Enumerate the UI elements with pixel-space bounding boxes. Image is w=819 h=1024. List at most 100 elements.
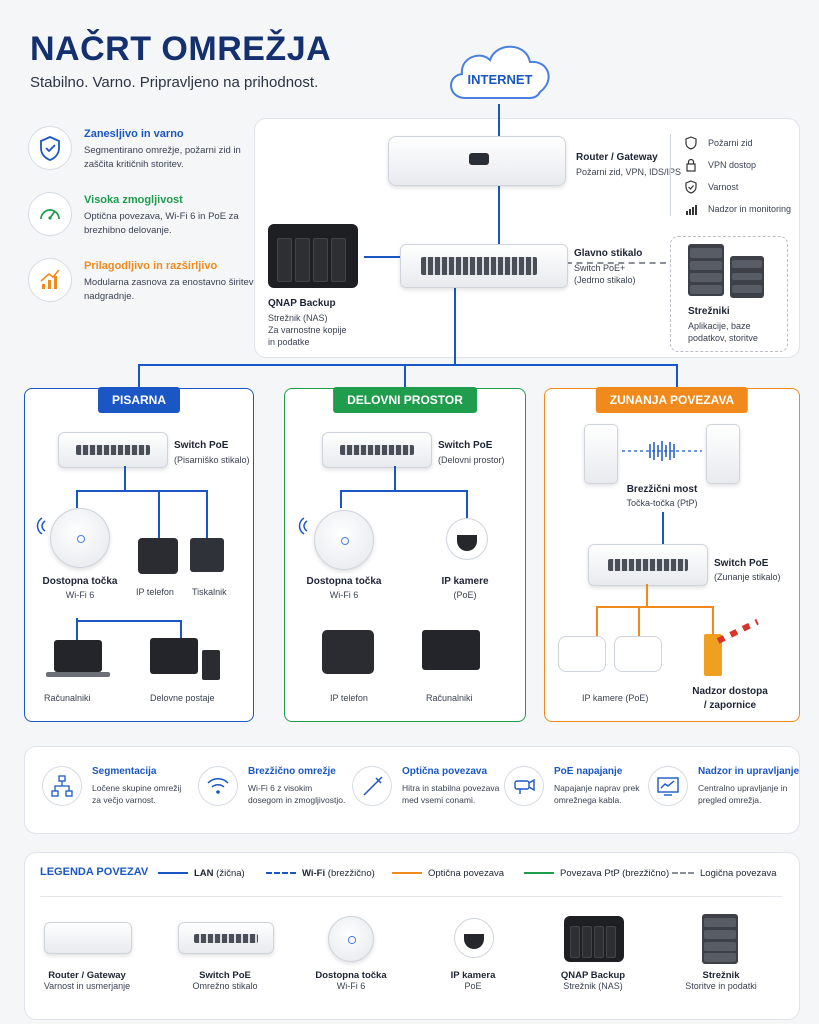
router-feature-label: Požarni zid [708,138,753,148]
internet-label: INTERNET [467,72,533,87]
office-access-point[interactable] [50,508,110,568]
office-drop [138,364,140,390]
workspace-switch-title: Switch PoE [438,440,493,451]
ptp-signal-icon [622,441,702,461]
external-camera[interactable] [558,636,606,672]
router-desc: Požarni zid, VPN, IDS/IPS [576,167,682,177]
benefit-item: Optična povezava Hitra in stabilna povez… [352,766,502,816]
benefit-title: Optična povezava [402,766,488,777]
page-subtitle: Stabilno. Varno. Pripravljeno na prihodn… [30,74,319,91]
office-switch-title: Switch PoE [174,440,229,451]
growth-chart-icon [28,258,72,302]
servers-title: Strežniki [688,306,730,317]
server-rack-icon[interactable] [730,256,764,298]
benefit-item: PoE napajanje Napajanje naprav prek omre… [504,766,654,816]
speedometer-icon [28,192,72,236]
legend-ap-icon [328,916,374,962]
internet-router-link [498,104,500,142]
nas-desc: Strežnik (NAS) [268,313,328,323]
router-switch-link [498,184,500,244]
legend-router-icon [44,922,132,954]
router-feature-label: VPN dostop [708,160,757,170]
office-workstation[interactable] [150,638,198,674]
workspace-computers-label: Računalniki [426,693,473,703]
router-device[interactable] [388,136,566,186]
workspace-switch-device[interactable] [322,432,432,468]
feature-title: Visoka zmogljivost [84,194,183,206]
cloud-icon [450,45,550,99]
office-switch-desc: (Pisarniško stikalo) [174,455,250,465]
workspace-phone-label: IP telefon [330,693,368,703]
legend-camera-icon [454,918,494,958]
nas-desc: Za varnostne kopije [268,325,347,335]
zone-office-tab[interactable]: PISARNA [97,387,181,413]
core-switch-title: Glavno stikalo [574,248,643,259]
bridge-radio-left[interactable] [584,424,618,484]
workspace-access-point[interactable] [314,510,374,570]
distribution-bus [138,364,678,366]
office-printer-label: Tiskalnik [192,587,227,597]
benefit-item: Brezžično omrežje Wi-Fi 6 z visokim dose… [198,766,348,816]
benefit-text: Hitra in stabilna povezava med vsemi con… [402,783,500,805]
workspace-ap-desc: Wi-Fi 6 [329,590,359,600]
feature-scalable: Prilagodljivo in razširljivo Modularna z… [28,258,264,314]
benefit-title: PoE napajanje [554,766,623,777]
barrier-gate-icon[interactable] [704,634,722,676]
servers-desc: Aplikacije, baze [688,321,751,331]
router-feature-label: Nadzor in monitoring [708,204,792,214]
workspace-ip-camera[interactable] [446,518,488,560]
benefit-item: Segmentacija Ločene skupine omrežij za v… [42,766,192,816]
core-switch-device[interactable] [400,244,568,288]
office-switch-device[interactable] [58,432,168,468]
benefit-title: Segmentacija [92,766,157,777]
workspace-computer[interactable] [422,630,480,670]
feature-title: Zanesljivo in varno [84,128,184,140]
shield-check-icon [28,126,72,170]
servers-desc: podatkov, storitve [688,333,758,343]
feature-reliable: Zanesljivo in varno Segmentirano omrežje… [28,126,258,182]
access-desc: / zapornice [703,700,757,711]
legend-panel [24,852,800,1020]
divider [670,134,671,216]
legend-line-ptp: Povezava PtP (brezžično) [524,868,669,879]
benefit-title: Nadzor in upravljanje [698,766,800,777]
workspace-cam-title: IP kamere [441,576,489,587]
external-drop [676,364,678,390]
external-switch-device[interactable] [588,544,708,586]
office-laptop[interactable] [54,640,102,672]
legend-server-icon [702,914,738,964]
office-ip-phone[interactable] [138,538,178,574]
hierarchy-icon [42,766,82,806]
bridge-radio-right[interactable] [706,424,740,484]
feature-text: Segmentirano omrežje, požarni zid in zaš… [84,145,241,170]
benefit-text: Napajanje naprav prek omrežnega kabla. [554,783,640,805]
router-title: Router / Gateway [576,152,658,163]
server-rack-icon[interactable] [688,244,724,296]
shield-icon [685,136,697,150]
core-switch-desc: (Jedrno stikalo) [574,275,636,285]
legend-nas-icon [564,916,624,962]
feature-title: Prilagodljivo in razširljivo [84,260,218,272]
office-workstations-label: Delovne postaje [150,693,215,703]
zone-external-tab[interactable]: ZUNANJA POVEZAVA [595,387,749,413]
wifi-signal-icon [298,517,308,535]
office-computers-label: Računalniki [44,693,91,703]
benefit-title: Brezžično omrežje [248,766,336,777]
zone-workspace-tab[interactable]: DELOVNI PROSTOR [333,387,477,413]
nas-desc: in podatke [268,337,310,347]
camera-plug-icon [504,766,544,806]
office-ap-title: Dostopna točka [42,576,118,587]
lock-icon [686,158,696,172]
divider [40,896,782,897]
fiber-icon [352,766,392,806]
legend-switch-icon [178,922,274,954]
external-camera[interactable] [614,636,662,672]
nas-device[interactable] [268,224,358,288]
workspace-ip-phone[interactable] [322,630,374,674]
feature-text: Optična povezava, Wi-Fi 6 in PoE za brez… [84,211,239,236]
office-printer[interactable] [190,538,224,572]
